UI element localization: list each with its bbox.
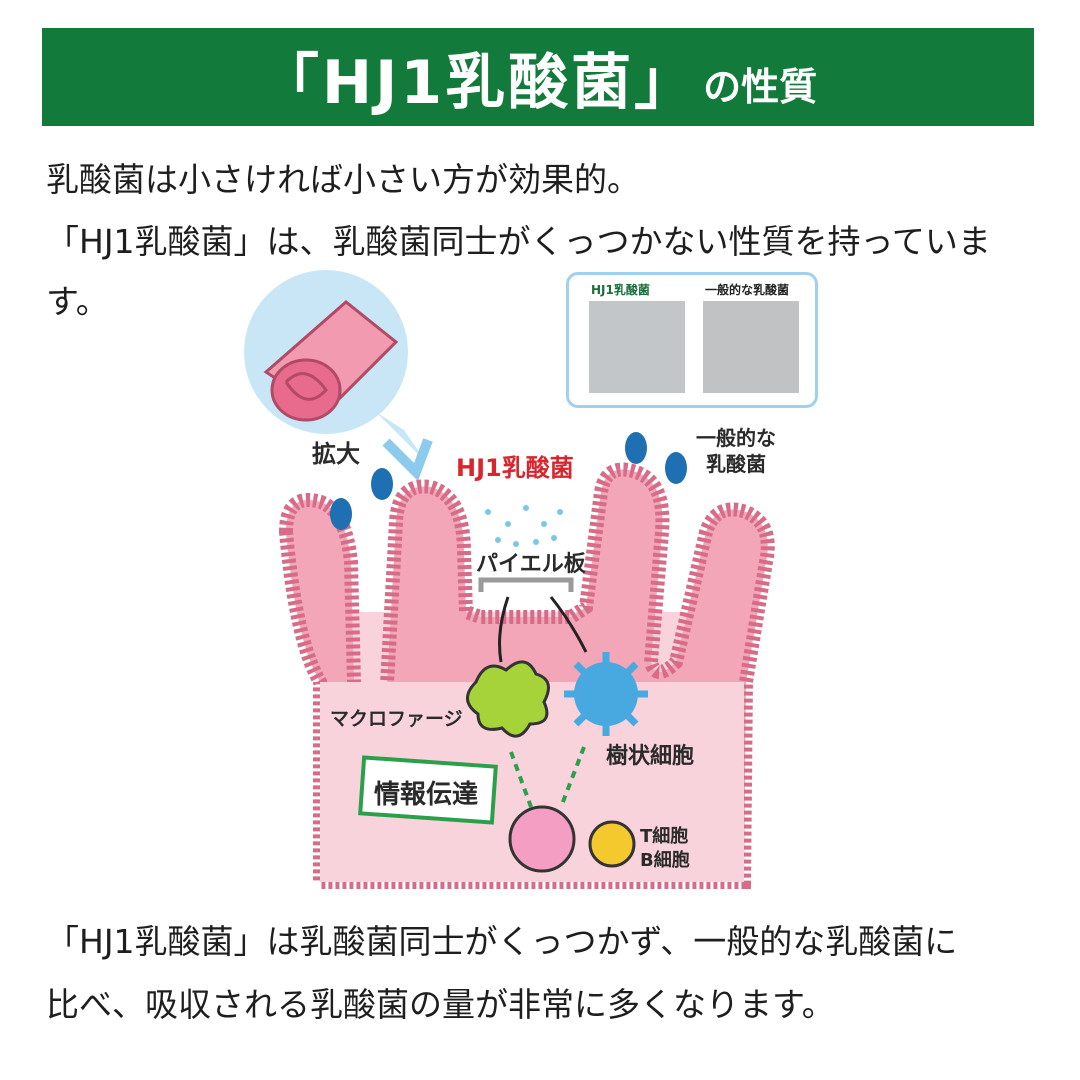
b-cell-icon <box>588 820 636 868</box>
conclusion-line-2: 比べ、吸収される乳酸菌の量が非常に多くなります。 <box>46 985 835 1024</box>
label-info: 情報伝達 <box>374 780 479 810</box>
info-box <box>358 755 498 825</box>
label-peyer: パイエル板 <box>476 552 586 577</box>
label-general-1: 一般的な <box>696 426 776 450</box>
general-bacteria-4 <box>665 452 687 484</box>
photo-hj1 <box>589 301 685 393</box>
photo-general <box>703 301 799 393</box>
general-bacteria-2 <box>371 468 393 500</box>
title-banner: 「HJ1乳酸菌」 の性質 <box>42 28 1034 126</box>
label-zoom: 拡大 <box>312 440 360 468</box>
intro-line-3: す。 <box>46 282 109 321</box>
general-bacteria-3 <box>625 432 647 464</box>
label-macrophage: マクロファージ <box>330 708 463 730</box>
zoom-arrow-icon <box>382 438 433 482</box>
peyer-patch <box>478 577 574 592</box>
label-dendritic: 樹状細胞 <box>606 744 695 769</box>
banner-title: 「HJ1乳酸菌」 <box>258 47 698 118</box>
microscope-photo-panel: HJ1乳酸菌 一般的な乳酸菌 <box>566 272 818 408</box>
photo-label-hj1: HJ1乳酸菌 <box>591 283 650 297</box>
label-general-2: 乳酸菌 <box>706 452 766 476</box>
photo-label-general: 一般的な乳酸菌 <box>705 283 790 297</box>
intro-line-1: 乳酸菌は小さければ小さい方が効果的。 <box>46 160 640 199</box>
illustration-drawing <box>244 270 775 889</box>
label-bcell: B細胞 <box>640 850 690 871</box>
intestine-tube-icon <box>263 300 399 422</box>
general-bacteria-1 <box>330 498 352 530</box>
dendritic-cell-icon <box>564 652 648 736</box>
label-hj1: HJ1乳酸菌 <box>456 454 574 482</box>
hj1-bacteria-dots <box>485 505 563 547</box>
macrophage-icon <box>466 660 550 738</box>
conclusion-line-1: 「HJ1乳酸菌」は乳酸菌同士がくっつかず、一般的な乳酸菌に <box>46 922 958 961</box>
banner-subtitle: の性質 <box>703 64 818 109</box>
label-tcell: T細胞 <box>640 826 689 847</box>
illustration: HJ1乳酸菌 一般的な乳酸菌 拡大 HJ1乳酸菌 一般的な 乳酸菌 パイエル板 … <box>226 262 834 902</box>
intro-line-2: 「HJ1乳酸菌」は、乳酸菌同士がくっつかない性質を持っていま <box>46 222 991 261</box>
t-cell-icon <box>508 805 576 873</box>
